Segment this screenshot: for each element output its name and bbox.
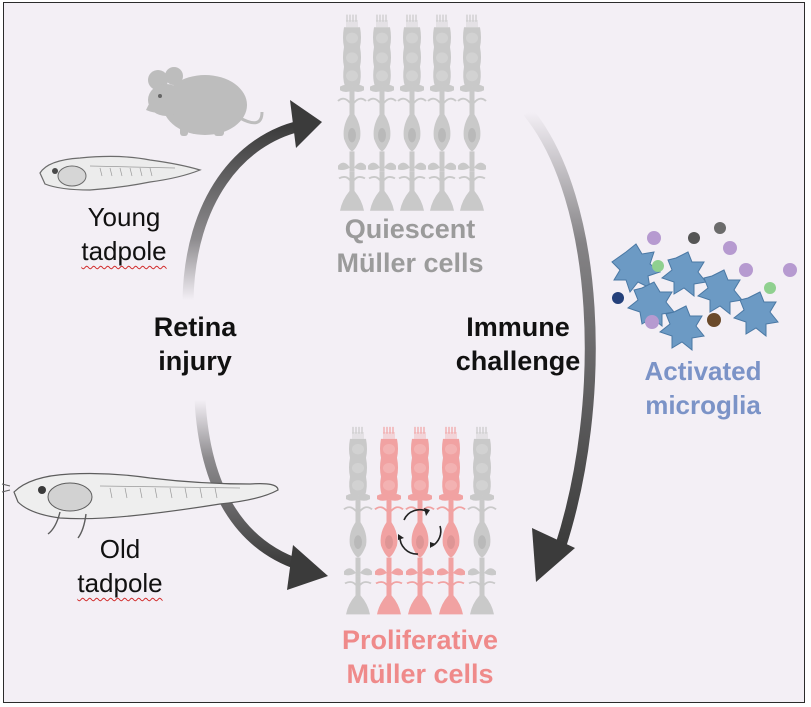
- muller-cell-proliferating: [436, 425, 466, 616]
- muller-cell: [427, 13, 457, 212]
- activated-microglia-line-2: microglia: [645, 390, 761, 420]
- quiescent-line-2: Müller cells: [336, 248, 484, 278]
- muller-cell: [343, 425, 373, 616]
- microglia-cell: [660, 251, 707, 298]
- muller-cell-proliferating: [405, 425, 435, 616]
- mouse-icon: [146, 67, 264, 136]
- young-tadpole-line-2: tadpole: [81, 236, 167, 266]
- microglia-cell: [658, 305, 705, 352]
- old-tadpole-icon: [1, 472, 279, 539]
- proliferative-line-2: Müller cells: [346, 659, 494, 689]
- proliferative-line-1: Proliferative: [341, 625, 499, 655]
- arrow-immune-challenge: [523, 108, 596, 582]
- quiescent-line-1: Quiescent: [344, 214, 476, 244]
- muller-cell: [367, 13, 397, 212]
- proliferative-muller-cells: [343, 425, 497, 616]
- microglia-cell: [696, 269, 743, 316]
- retina-injury-line-2: injury: [158, 346, 232, 376]
- immune-challenge-line-1: Immune: [466, 312, 570, 342]
- activated-microglia-cluster: [611, 222, 797, 352]
- immune-challenge-line-2: challenge: [455, 346, 581, 376]
- muller-cell-proliferating: [374, 425, 404, 616]
- muller-cell: [397, 13, 427, 212]
- old-tadpole-line-2: tadpole: [77, 568, 163, 598]
- arrow-retina-injury-down: [194, 399, 328, 590]
- muller-cell: [467, 425, 497, 616]
- young-tadpole-icon: [39, 155, 202, 191]
- quiescent-label: Quiescent Müller cells: [310, 212, 510, 280]
- young-tadpole-line-1: Young: [87, 202, 161, 232]
- microglia-cell: [732, 291, 779, 338]
- retina-injury-line-1: Retina: [153, 312, 237, 342]
- figure-frame: [3, 2, 805, 703]
- arrow-retina-injury-up: [182, 100, 322, 301]
- activated-microglia-line-1: Activated: [644, 356, 762, 386]
- cycle-arrows-icon: [398, 508, 442, 555]
- activated-microglia-label: Activated microglia: [620, 354, 786, 422]
- old-tadpole-label: Old tadpole: [60, 532, 180, 600]
- muller-cell: [457, 13, 487, 212]
- microglia-cell: [626, 281, 675, 328]
- proliferative-label: Proliferative Müller cells: [320, 623, 520, 691]
- young-tadpole-label: Young tadpole: [54, 200, 194, 268]
- immune-challenge-label: Immune challenge: [436, 310, 600, 378]
- quiescent-muller-cells: [337, 13, 487, 212]
- muller-cell: [337, 13, 367, 212]
- retina-injury-label: Retina injury: [120, 310, 270, 378]
- old-tadpole-line-1: Old: [99, 534, 141, 564]
